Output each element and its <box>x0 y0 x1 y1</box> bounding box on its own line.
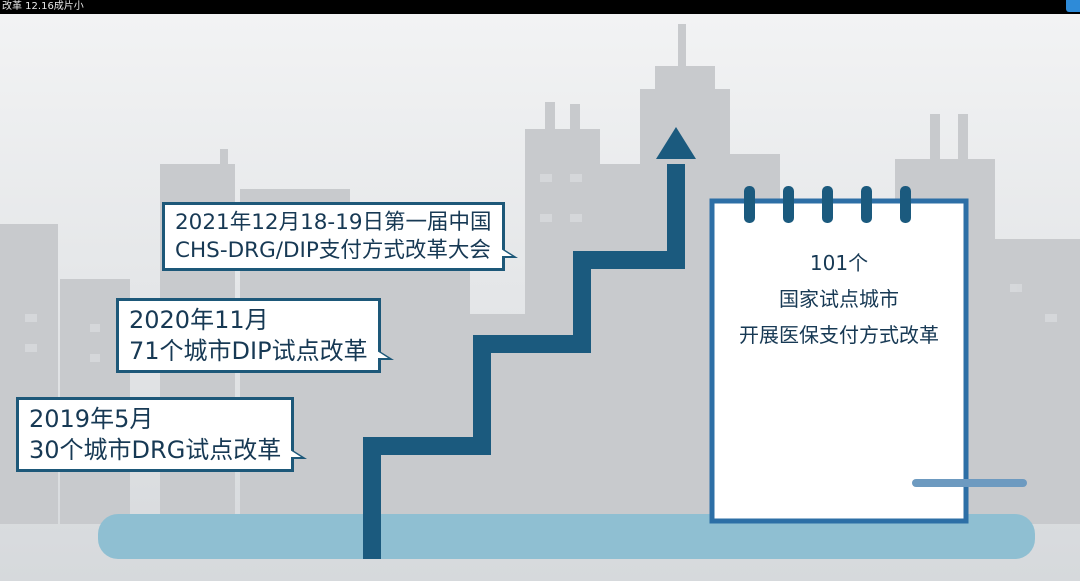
milestone-callout-2021: 2021年12月18-19日第一届中国 CHS-DRG/DIP支付方式改革大会 <box>162 202 518 272</box>
arrow-up-icon <box>656 127 696 159</box>
window-title: 改革 12.16成片小 <box>2 1 84 12</box>
milestone-2021-event: CHS-DRG/DIP支付方式改革大会 <box>175 237 491 263</box>
window-titlebar: 改革 12.16成片小 <box>0 0 1080 14</box>
window-corner-button[interactable] <box>1066 0 1080 12</box>
milestone-2021-date: 2021年12月18-19日第一届中国 <box>175 210 492 235</box>
notepad-icon <box>709 186 969 524</box>
notepad-line-cities: 国家试点城市 <box>779 287 899 311</box>
notepad-line-count: 101个 <box>809 251 869 275</box>
milestone-2020-event: 71个城市DIP试点改革 <box>129 336 368 365</box>
skyline-windows <box>25 174 1057 362</box>
infographic-scene: 2021年12月18-19日第一届中国 CHS-DRG/DIP支付方式改革大会 … <box>0 14 1080 581</box>
milestone-2019-event: 30个城市DRG试点改革 <box>29 435 282 464</box>
milestone-callout-2019: 2019年5月 30个城市DRG试点改革 <box>16 397 308 473</box>
milestone-2019-date: 2019年5月 <box>29 405 154 433</box>
ground-platform <box>98 514 1035 559</box>
milestone-2020-date: 2020年11月 <box>129 306 269 334</box>
notepad-text: 101个 国家试点城市 开展医保支付方式改革 <box>712 245 966 353</box>
growth-stair-line <box>363 164 685 559</box>
notepad-line-reform: 开展医保支付方式改革 <box>739 323 939 347</box>
notepad-pencil <box>912 479 1027 487</box>
milestone-callout-2020: 2020年11月 71个城市DIP试点改革 <box>116 298 394 374</box>
